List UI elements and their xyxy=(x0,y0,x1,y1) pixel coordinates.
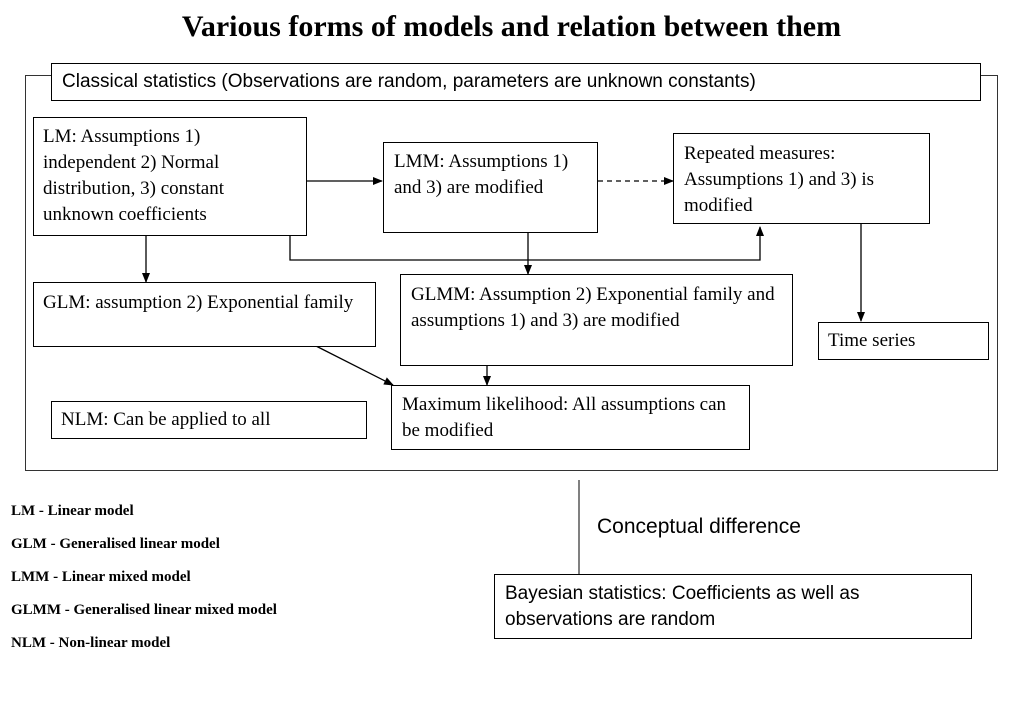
legend-nlm: NLM - Non-linear model xyxy=(11,635,171,651)
node-lmm: LMM: Assumptions 1) and 3) are modified xyxy=(383,142,598,233)
legend-glm: GLM - Generalised linear model xyxy=(11,536,220,552)
node-glm-label: GLM: assumption 2) Exponential family xyxy=(43,292,354,313)
node-lm: LM: Assumptions 1) independent 2) Normal… xyxy=(33,117,307,236)
page-title: Various forms of models and relation bet… xyxy=(181,10,842,43)
node-bayesian-label: Bayesian statistics: Coefficients as wel… xyxy=(505,583,860,630)
node-time-series-label: Time series xyxy=(828,330,916,351)
node-lmm-label: LMM: Assumptions 1) and 3) are modified xyxy=(394,151,569,198)
legend-glmm: GLMM - Generalised linear mixed model xyxy=(11,602,277,618)
legend-lmm: LMM - Linear mixed model xyxy=(11,569,191,585)
node-nlm: NLM: Can be applied to all xyxy=(51,401,367,439)
node-maximum-likelihood-label: Maximum likelihood: All assumptions can … xyxy=(402,394,727,441)
arrow-lm-to-repeated xyxy=(289,226,764,261)
node-nlm-label: NLM: Can be applied to all xyxy=(61,409,271,430)
node-time-series: Time series xyxy=(818,322,989,360)
arrow-glm-to-ml xyxy=(315,345,394,386)
classical-statistics-header: Classical statistics (Observations are r… xyxy=(51,63,981,101)
node-glmm: GLMM: Assumption 2) Exponential family a… xyxy=(400,274,793,366)
node-glmm-label: GLMM: Assumption 2) Exponential family a… xyxy=(411,284,775,331)
node-glm: GLM: assumption 2) Exponential family xyxy=(33,282,376,347)
node-lm-label: LM: Assumptions 1) independent 2) Normal… xyxy=(43,126,225,225)
legend-lm: LM - Linear model xyxy=(11,503,134,519)
node-repeated-measures: Repeated measures: Assumptions 1) and 3)… xyxy=(673,133,930,224)
conceptual-difference-label: Conceptual difference xyxy=(597,515,801,538)
node-maximum-likelihood: Maximum likelihood: All assumptions can … xyxy=(391,385,750,450)
node-bayesian: Bayesian statistics: Coefficients as wel… xyxy=(494,574,972,639)
node-repeated-measures-label: Repeated measures: Assumptions 1) and 3)… xyxy=(684,143,874,216)
classical-statistics-label: Classical statistics (Observations are r… xyxy=(62,71,756,92)
